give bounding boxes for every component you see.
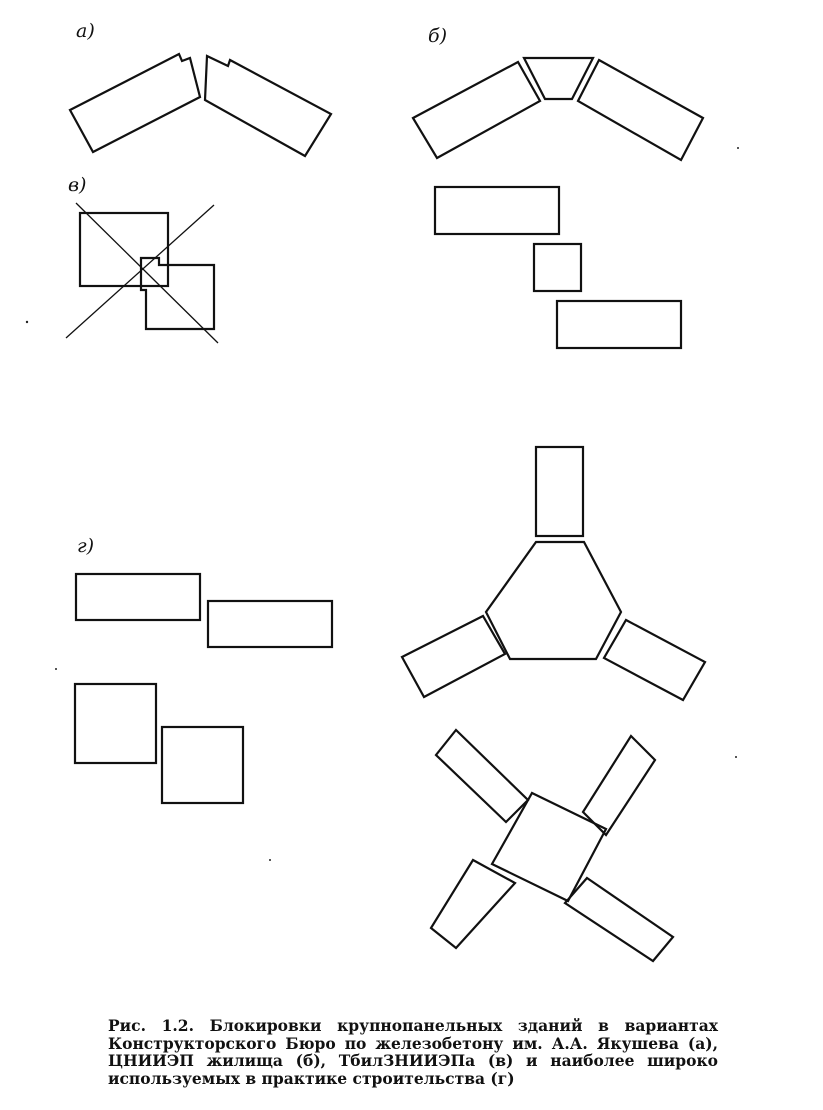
panel-b: б) [411,25,705,162]
stepped-block-2 [532,242,583,293]
cross-wing-lower-right [563,876,675,963]
panel-b-left-wing [411,60,542,160]
cross-wing-upper-right [581,734,657,837]
panel-b-right-wing [576,58,705,162]
panel-g-offset-block-1 [74,572,202,622]
stepped-block-1 [433,185,561,236]
stepped-blocks [433,185,683,350]
cross-wing-lower-left [429,858,517,950]
panel-v-lower-block [139,256,216,331]
cross-wing-upper-left [434,728,530,824]
stepped-block-3 [555,299,683,350]
four-ray-building [429,728,675,963]
panel-g-label: г) [77,535,94,557]
figure-caption: Рис. 1.2. Блокировки крупнопанельных зда… [108,1016,718,1088]
panel-v-diagonal-axis-1 [75,202,219,344]
panel-a-left-wing [68,52,202,154]
panel-b-label: б) [428,25,447,47]
panel-v-diagonal-axis-2 [65,204,215,339]
panel-b-center-trapezoid [522,56,595,101]
cross-square-core [490,791,608,903]
panel-a-label: а) [76,20,95,42]
panel-g-square-block-1 [73,682,158,765]
panel-v-label: в) [68,174,86,196]
panel-g-offset-block-2 [206,599,334,649]
panel-g-square-block-2 [160,725,245,805]
scan-specks [25,147,739,861]
three-ray-left-wing [400,614,507,699]
panel-a-right-wing [203,54,333,158]
three-ray-building [400,445,707,702]
panel-g: г) [73,535,334,805]
three-ray-hexagon-core [484,540,623,661]
panel-v: в) [65,174,219,344]
panel-a: а) [68,20,333,158]
three-ray-right-wing [602,618,707,702]
three-ray-top-wing [534,445,585,538]
